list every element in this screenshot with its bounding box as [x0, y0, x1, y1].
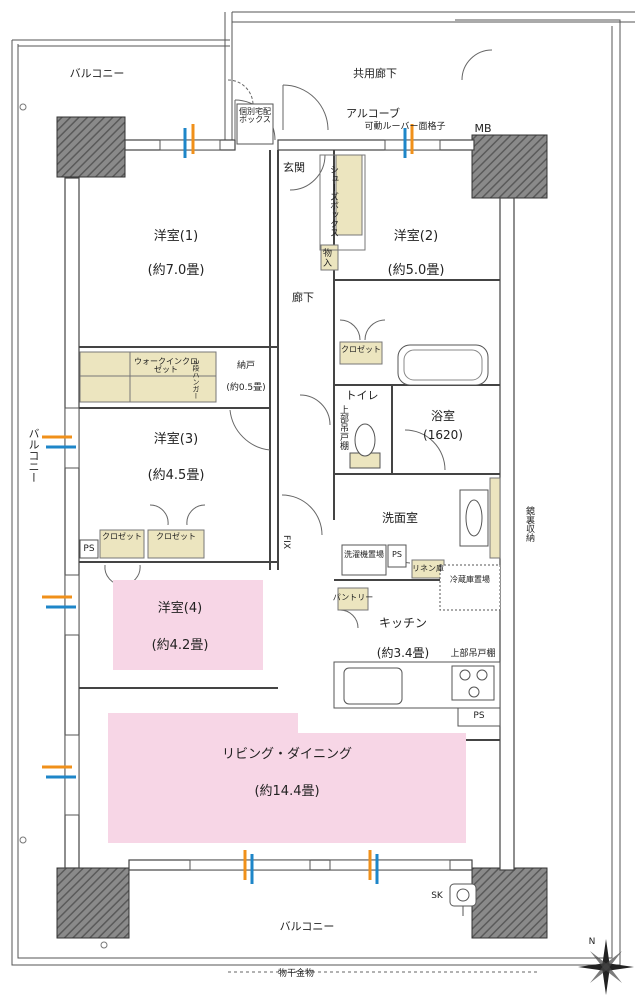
north-marker-label: N — [588, 937, 596, 947]
vent-markers — [42, 124, 414, 884]
structural-columns — [56, 116, 548, 939]
room4-name: 洋室(4) — [157, 601, 203, 616]
room2-size: (約5.0畳) — [387, 263, 445, 278]
shoe-box-label: シューズボックス — [328, 165, 338, 237]
walkin-closet-label: ウォークインクロゼット — [134, 357, 198, 374]
kitchen-upper-cabinet-label: 上部吊戸棚 — [450, 649, 496, 659]
ps-wash-label: PS — [392, 550, 402, 559]
closet-dividers — [80, 352, 216, 402]
toilet-upper-cabinet-label: 上部吊戸棚 — [338, 405, 348, 450]
mirror-storage-label: 鏡裏収納 — [524, 506, 534, 542]
louver-lattice-label: 可動ルーバー面格子 — [364, 122, 446, 132]
washer-space-label: 洗濯機置場 — [344, 550, 384, 559]
room1-size: (約7.0畳) — [147, 263, 205, 278]
storage-name: 納戸 — [236, 361, 256, 371]
bath-size: (1620) — [423, 428, 463, 442]
ldk-size: (約14.4畳) — [254, 784, 320, 799]
door-swings — [104, 49, 493, 629]
closet-room2-label: クロゼット — [341, 345, 381, 354]
wash-basin — [459, 489, 489, 547]
storage-small-label: 物入 — [323, 249, 333, 269]
bathtub — [397, 344, 489, 386]
rail-posts — [19, 103, 108, 949]
room1-name: 洋室(1) — [153, 229, 199, 244]
storage-size: (約0.5畳) — [226, 383, 266, 393]
kitchen-counter — [333, 661, 501, 709]
mb-label: MB — [474, 122, 492, 135]
compass-rose — [578, 939, 634, 995]
alcove-label: アルコーブ — [345, 107, 401, 120]
entrance-label: 玄関 — [283, 161, 305, 174]
sk-fixture — [449, 883, 477, 916]
delivery-box-outline — [236, 103, 274, 145]
pantry-label: パントリー — [332, 593, 374, 602]
kitchen-name: キッチン — [378, 616, 428, 630]
fridge-space-label: 冷蔵庫置場 — [450, 575, 490, 584]
washroom-label: 洗面室 — [381, 511, 419, 525]
delivery-box-label: 個別宅配ボックス — [239, 107, 271, 124]
laundry-rail-label: 物干金物 — [277, 969, 315, 979]
toilet-fixture — [349, 423, 381, 469]
balcony-bottom-label: バルコニー — [279, 920, 335, 933]
exterior-walls — [64, 139, 515, 871]
ldk-name: リビング・ダイニング — [221, 747, 353, 762]
fix-label: FIX — [281, 535, 291, 549]
shared-corridor-label: 共用廊下 — [353, 67, 397, 80]
toilet-label: トイレ — [345, 389, 379, 402]
kitchen-size: (約3.4畳) — [376, 646, 430, 660]
bath-name: 浴室 — [430, 409, 456, 423]
sk-label: SK — [431, 891, 443, 901]
closet-a-label: クロゼット — [102, 532, 142, 541]
shelf-2tier-label: 2段ハンガー — [192, 360, 200, 400]
linen-label: リネン庫 — [412, 564, 444, 573]
room2-name: 洋室(2) — [393, 229, 439, 244]
pink-areas — [108, 580, 466, 843]
washer-outline — [341, 544, 387, 576]
balcony-top-label: バルコニー — [69, 67, 125, 80]
hallway-label: 廊下 — [292, 291, 314, 304]
room4-size: (約4.2畳) — [151, 638, 209, 653]
closet-b-label: クロゼット — [156, 532, 196, 541]
ps-left-label: PS — [83, 544, 95, 554]
balcony-left-label: バルコニー — [27, 428, 40, 483]
room3-name: 洋室(3) — [153, 432, 199, 447]
ps-kitchen-label: PS — [473, 711, 485, 721]
room3-size: (約4.5畳) — [147, 468, 205, 483]
